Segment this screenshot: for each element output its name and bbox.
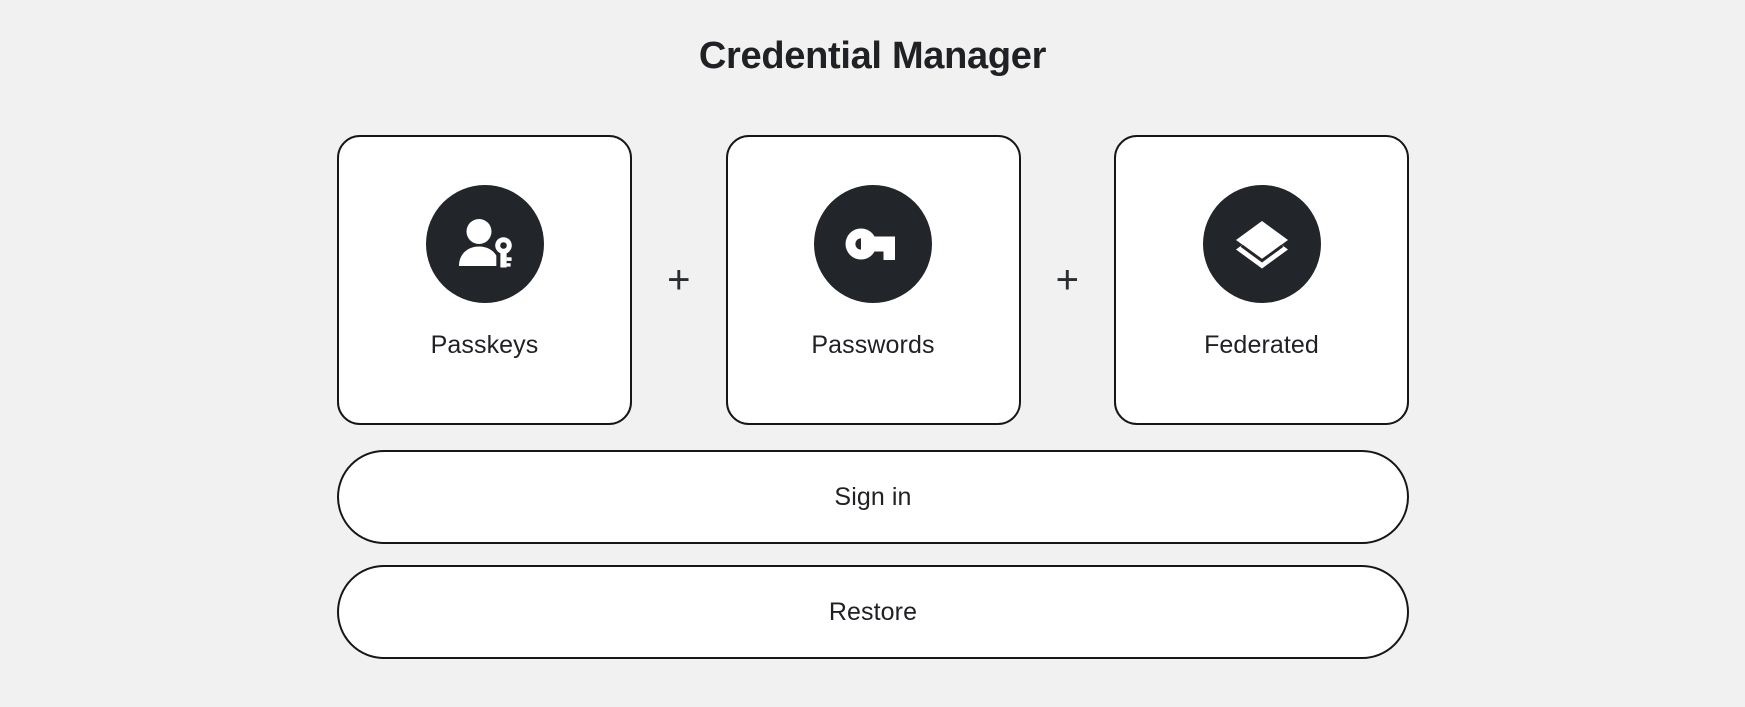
layers-icon	[1202, 185, 1321, 303]
credential-type-row: Passkeys + Passwords +	[337, 135, 1409, 425]
credential-card-label: Federated	[1204, 331, 1319, 359]
plus-separator-1: +	[667, 258, 691, 302]
credential-card-federated[interactable]: Federated	[1114, 135, 1409, 425]
person-key-icon	[425, 185, 544, 303]
restore-button[interactable]: Restore	[337, 565, 1409, 659]
sign-in-button[interactable]: Sign in	[337, 450, 1409, 544]
credential-card-label: Passwords	[811, 331, 935, 359]
page-title: Credential Manager	[698, 35, 1047, 77]
credential-card-passkeys[interactable]: Passkeys	[337, 135, 632, 425]
plus-separator-2: +	[1055, 258, 1079, 302]
credential-card-label: Passkeys	[430, 331, 539, 359]
key-icon	[814, 185, 932, 303]
credential-card-passwords[interactable]: Passwords	[725, 135, 1021, 425]
